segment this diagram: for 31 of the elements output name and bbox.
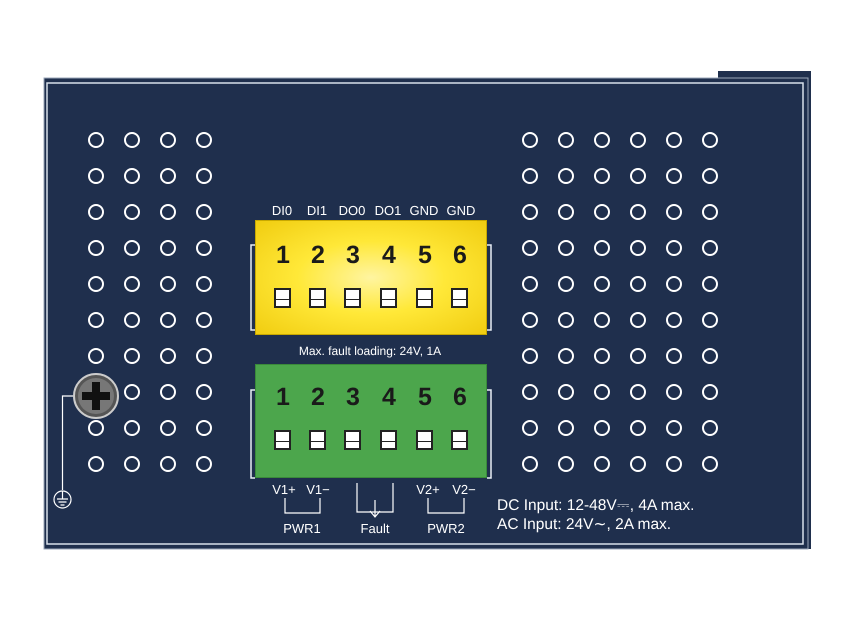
pin-number: 3 — [346, 385, 360, 410]
pin-number: 3 — [346, 243, 360, 268]
pin-label: DI1 — [306, 204, 328, 217]
terminal-block — [255, 364, 487, 478]
pin-number: 6 — [453, 243, 467, 268]
terminal-block — [255, 220, 487, 335]
pin-number: 5 — [418, 243, 432, 268]
fault-label: Fault — [360, 522, 390, 535]
pin-number: 2 — [311, 243, 325, 268]
pin-label: GND — [446, 204, 476, 217]
pin-number: 1 — [276, 243, 290, 268]
pin-label: V2+ — [416, 483, 440, 496]
pin-label: DO0 — [338, 204, 366, 217]
pin-number: 4 — [382, 243, 396, 268]
pin-label: V1+ — [272, 483, 296, 496]
input-rating-note: DC Input: 12-48V⎓, 4A max. — [497, 498, 694, 514]
pin-label: DO1 — [374, 204, 402, 217]
pin-label: V1− — [306, 483, 330, 496]
pin-number: 4 — [382, 385, 396, 410]
pin-number: 5 — [418, 385, 432, 410]
rating-note: Max. fault loading: 24V, 1A — [298, 345, 442, 357]
pin-number: 2 — [311, 385, 325, 410]
pin-label: V2− — [452, 483, 476, 496]
power-label: PWR2 — [427, 522, 465, 535]
pin-label: GND — [410, 204, 438, 217]
leader-line — [62, 395, 73, 490]
pin-number: 6 — [453, 385, 467, 410]
pin-number: 1 — [276, 385, 290, 410]
power-label: PWR1 — [283, 522, 321, 535]
input-rating-note: AC Input: 24V∼, 2A max. — [497, 517, 672, 532]
pin-label: DI0 — [272, 204, 292, 217]
